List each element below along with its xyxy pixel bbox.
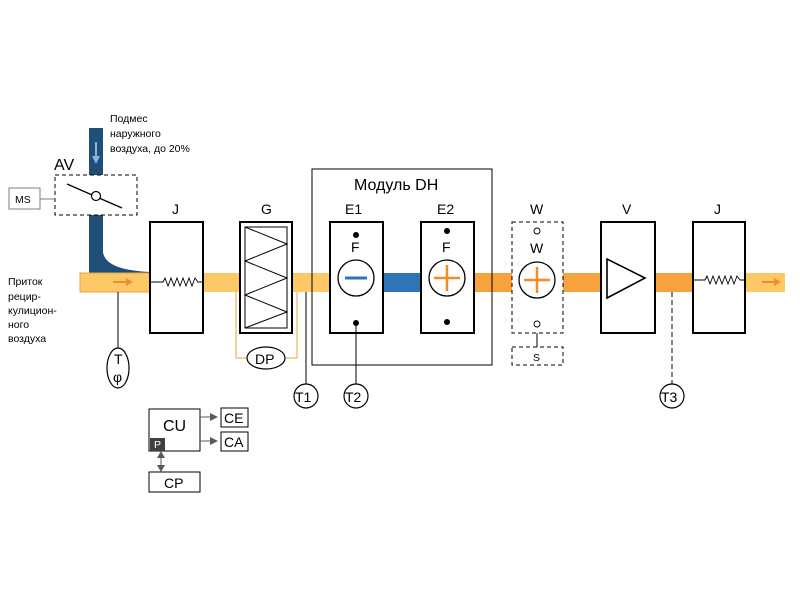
t1-sensor	[293, 383, 319, 409]
ce-label: CE	[224, 410, 243, 426]
e2-f-label: F	[442, 239, 451, 255]
ca-label: CA	[224, 434, 244, 450]
duct-g-e1	[292, 273, 330, 292]
g-filter-pleats	[243, 226, 289, 329]
j-right-spring	[693, 274, 745, 286]
duct-w-v	[563, 273, 601, 292]
p-label: P	[154, 439, 161, 451]
e1-f-label: F	[351, 239, 360, 255]
ca-box	[220, 431, 249, 452]
supply-note-line-4: ного	[8, 319, 29, 331]
outdoor-note-line-1: Подмес	[110, 113, 148, 125]
j-right-label: J	[714, 201, 721, 217]
fan-triangle-icon	[606, 257, 647, 300]
module-dh-frame	[311, 168, 493, 366]
t3-sensor	[659, 383, 685, 409]
duct-j-g	[203, 273, 240, 292]
outdoor-note-line-2: наружного	[110, 128, 161, 140]
s-box	[511, 346, 564, 366]
duct-e1-e2	[383, 273, 421, 292]
supply-note-line-2: рецир-	[8, 291, 41, 303]
av-label: AV	[54, 157, 74, 174]
p-block	[150, 438, 165, 451]
cu-label: CU	[163, 418, 186, 435]
ms-box	[8, 187, 41, 210]
plus-icon	[434, 265, 460, 291]
e1-label: E1	[345, 201, 362, 217]
e2-label: E2	[437, 201, 454, 217]
v-label: V	[622, 201, 632, 217]
w-inner-label: W	[530, 240, 544, 256]
j-right-unit	[692, 221, 746, 334]
supply-duct	[79, 272, 785, 293]
j-left-spring	[150, 276, 203, 288]
dp-sensor	[246, 346, 286, 370]
outdoor-note-line-3: воздуха, до 20%	[110, 143, 190, 155]
g-label: G	[261, 201, 272, 217]
supply-note-line-1: Приток	[8, 276, 43, 288]
module-dh-label: Модуль DH	[354, 177, 438, 194]
cp-label: CP	[164, 475, 183, 491]
plus-icon	[524, 267, 550, 293]
s-label: S	[533, 352, 540, 364]
damper-pivot	[90, 190, 102, 202]
t-label: T	[114, 351, 123, 367]
duct-v-j	[655, 273, 693, 292]
t3-label: T3	[661, 389, 678, 405]
ms-label: MS	[15, 194, 31, 206]
t2-sensor	[343, 383, 369, 409]
supply-note-line-5: воздуха	[8, 333, 46, 345]
cp-box	[148, 471, 201, 493]
j-left-label: J	[172, 201, 179, 217]
t2-label: T2	[345, 389, 362, 405]
g-unit	[239, 221, 293, 334]
w-top-label: W	[530, 201, 544, 217]
ce-box	[220, 407, 249, 428]
duct-e2-w	[474, 273, 512, 292]
j-left-unit	[149, 221, 204, 334]
dp-label: DP	[255, 351, 274, 367]
t-phi-sensor	[106, 347, 130, 389]
supply-note-line-3: кулицион-	[8, 305, 57, 317]
phi-label: φ	[113, 369, 122, 385]
t1-label: T1	[295, 389, 312, 405]
